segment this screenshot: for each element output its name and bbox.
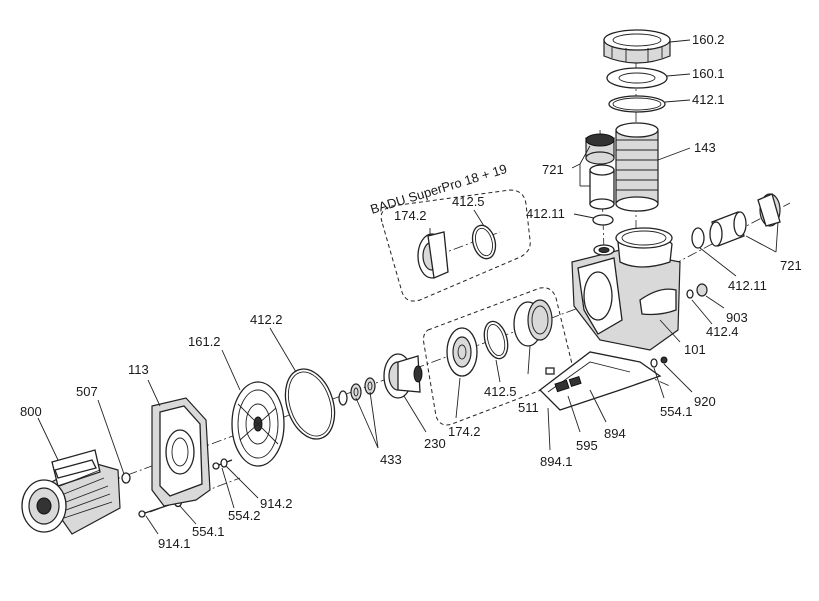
o-ring-part-412-4 <box>686 289 694 299</box>
o-ring-part-412-11-right <box>691 227 705 249</box>
cover-part-160-1 <box>606 67 668 89</box>
wear-ring-part-511 <box>513 299 553 347</box>
pump-housing-part-101 <box>571 227 681 351</box>
plug-part-903 <box>696 283 708 297</box>
variant-group-box <box>380 189 531 302</box>
locking-ring-part-160-2 <box>603 29 671 64</box>
label-554-1-left: 554.1 <box>192 524 225 539</box>
o-ring-part-412-11-top <box>592 214 614 226</box>
label-412-11-top: 412.11 <box>526 206 565 221</box>
motor-part-800 <box>21 449 121 535</box>
label-412-11-right: 412.11 <box>728 278 767 293</box>
diffuser-part-174-2 <box>446 327 478 377</box>
screw-part-595 <box>545 367 555 375</box>
label-554-2: 554.2 <box>228 508 261 523</box>
label-914-2: 914.2 <box>260 496 293 511</box>
label-894: 894 <box>604 426 626 441</box>
label-143: 143 <box>694 140 716 155</box>
label-113: 113 <box>128 362 149 377</box>
label-412-5: 412.5 <box>484 384 517 399</box>
label-174-2-variant: 174.2 <box>394 208 427 223</box>
label-160-2: 160.2 <box>692 32 725 47</box>
union-part-721-right <box>709 193 781 247</box>
label-511: 511 <box>518 400 539 415</box>
strainer-basket-part-143 <box>615 122 659 212</box>
label-101: 101 <box>684 342 706 357</box>
diffuser-part-174-2-variant <box>417 231 449 279</box>
screw-part-914-2 <box>212 459 233 470</box>
foot-part-894 <box>539 351 662 411</box>
label-721-top: 721 <box>542 162 564 177</box>
nut-part-920 <box>660 356 668 364</box>
part-labels: 800 507 113 161.2 412.2 914.1 554.1 554.… <box>20 32 802 551</box>
union-part-721-top <box>585 133 615 210</box>
label-721-right: 721 <box>780 258 802 273</box>
label-903: 903 <box>726 310 748 325</box>
label-412-1: 412.1 <box>692 92 725 107</box>
label-554-1-right: 554.1 <box>660 404 693 419</box>
label-507: 507 <box>76 384 98 399</box>
label-920: 920 <box>694 394 716 409</box>
label-914-1: 914.1 <box>158 536 191 551</box>
label-800: 800 <box>20 404 42 419</box>
diffuser-group-box <box>423 287 573 426</box>
label-894-1: 894.1 <box>540 454 573 469</box>
label-412-5-variant: 412.5 <box>452 194 485 209</box>
label-230: 230 <box>424 436 446 451</box>
impeller-part-230 <box>383 353 423 399</box>
o-ring-part-412-1 <box>608 95 666 113</box>
mechanical-seal-part-433 <box>338 377 376 406</box>
o-ring-part-412-2 <box>284 368 336 440</box>
label-595: 595 <box>576 438 598 453</box>
label-174-2: 174.2 <box>448 424 481 439</box>
label-433: 433 <box>380 452 402 467</box>
label-412-4: 412.4 <box>706 324 739 339</box>
o-ring-part-412-5-variant <box>471 224 497 260</box>
label-412-2: 412.2 <box>250 312 283 327</box>
group-title: BADU SuperPro 18 + 19 <box>368 161 508 217</box>
o-ring-part-412-5 <box>483 320 509 360</box>
seal-cover-part-161-2 <box>231 381 285 467</box>
washer-part-554-1-right <box>650 358 658 368</box>
label-161-2: 161.2 <box>188 334 221 349</box>
washer-part-554-2 <box>220 458 228 468</box>
bracket-part-113 <box>151 397 211 507</box>
leader-lines <box>37 39 779 535</box>
label-160-1: 160.1 <box>692 66 725 81</box>
washer-part-507 <box>121 472 131 484</box>
